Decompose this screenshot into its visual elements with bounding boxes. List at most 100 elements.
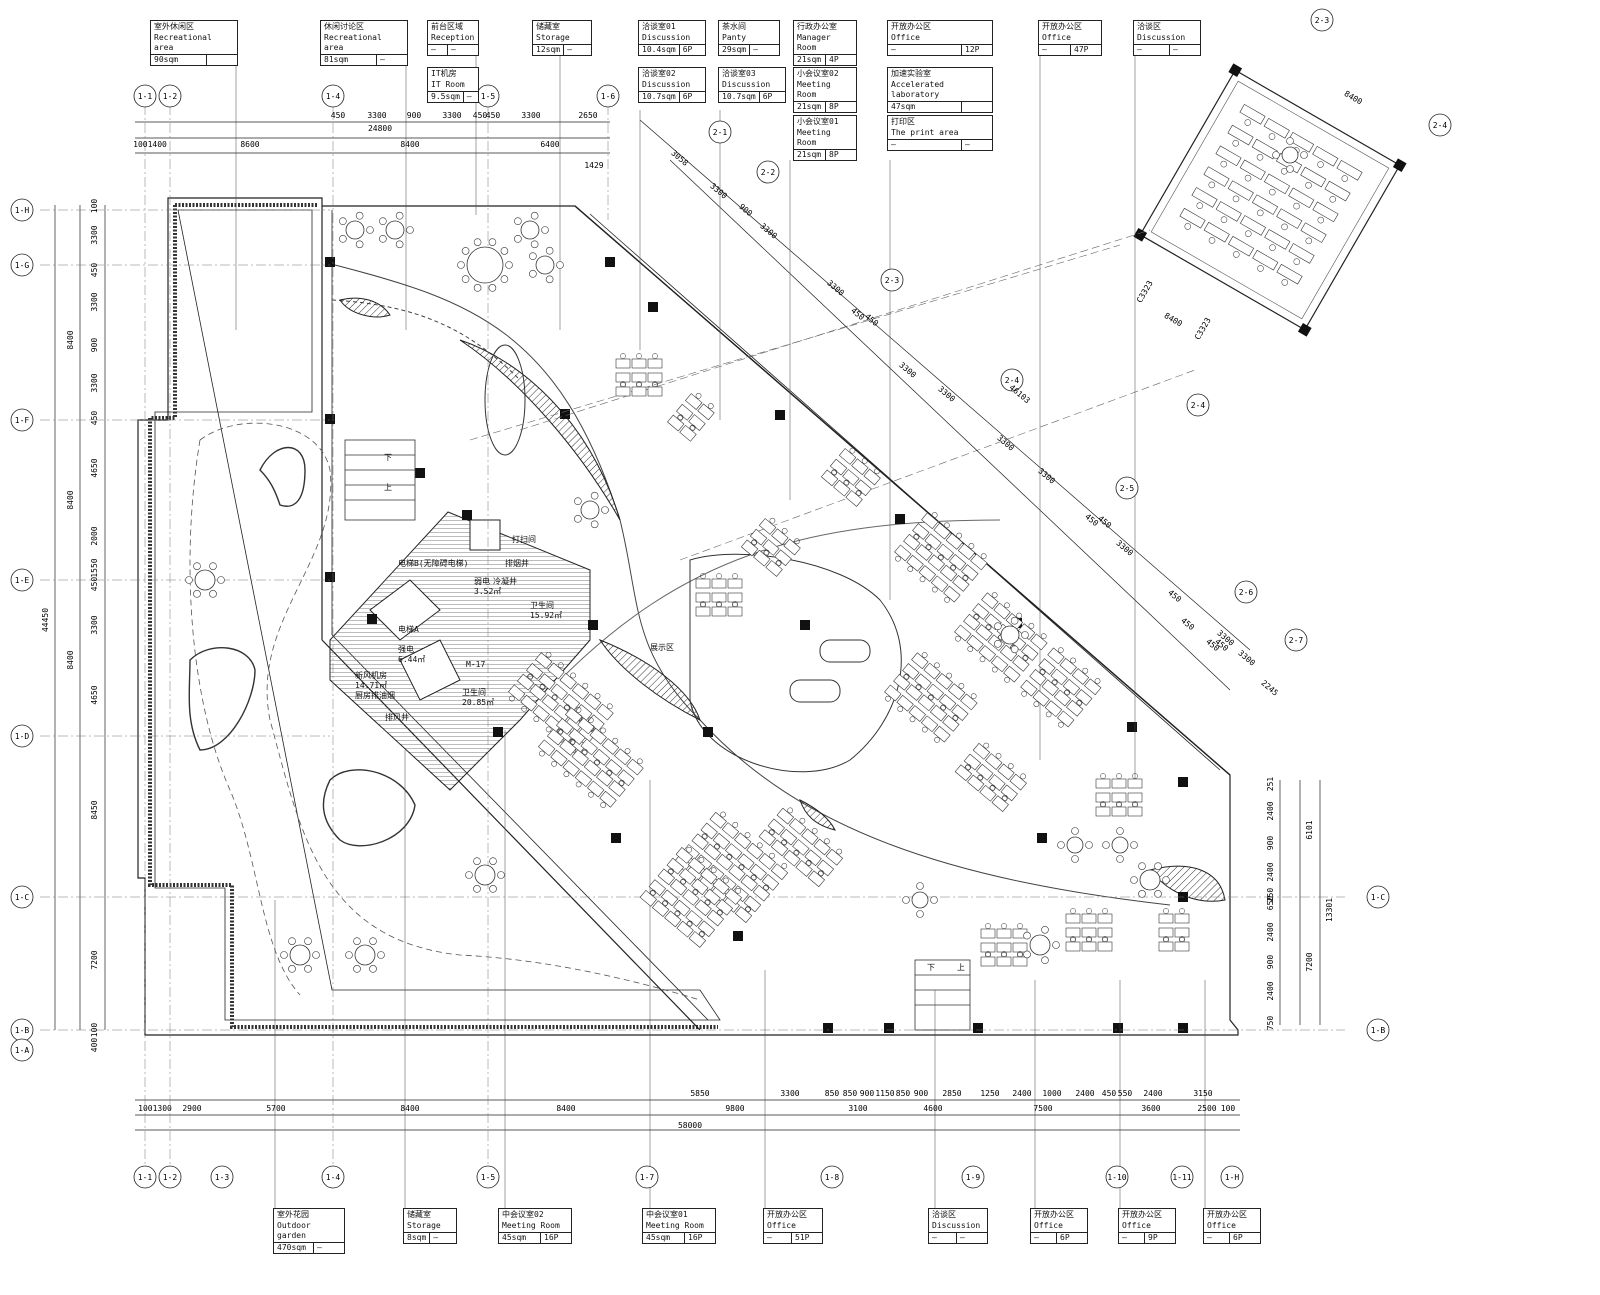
chair [594, 693, 601, 699]
desk [783, 849, 801, 867]
desk [679, 424, 697, 442]
annex-desk [1263, 117, 1290, 139]
desk [951, 704, 969, 722]
chair [601, 506, 609, 514]
desk [770, 863, 789, 881]
chair [916, 882, 924, 890]
chair [1010, 616, 1019, 625]
chair [193, 590, 201, 598]
desk [517, 673, 535, 691]
chair [836, 848, 843, 855]
chair [1162, 876, 1170, 884]
annex-chair [1281, 168, 1288, 175]
desk [676, 403, 694, 421]
axis-label: 1-G [15, 261, 30, 270]
tag-cap: 12P [965, 45, 980, 54]
chair [461, 247, 470, 255]
chair [1070, 936, 1076, 942]
dimension-value: 450 [1179, 616, 1196, 632]
annex-desk [1227, 180, 1254, 201]
desk [845, 490, 863, 507]
round-table [280, 937, 320, 973]
annex-chair [1281, 223, 1288, 231]
desk [695, 578, 711, 589]
chair [955, 635, 961, 642]
axis-bubble-circle [476, 1165, 500, 1189]
desk [508, 684, 526, 702]
chair [488, 238, 497, 246]
chair [353, 937, 361, 945]
room-tag: 开放办公区 Office –6P [1203, 1208, 1261, 1244]
axis-bubble-diagonal: 2-2 [756, 160, 780, 184]
desk [568, 728, 586, 746]
desk [734, 906, 753, 923]
desk [896, 694, 914, 712]
desk [939, 564, 958, 582]
chair [950, 564, 957, 571]
chair [563, 771, 570, 777]
desk [961, 564, 979, 582]
axis-label: 1-10 [1107, 1173, 1126, 1182]
desk [774, 549, 792, 567]
chair [720, 811, 726, 818]
desk [721, 822, 740, 839]
desk [842, 469, 860, 486]
desk [1047, 647, 1065, 665]
desk [996, 928, 1012, 939]
chair [668, 868, 674, 874]
desk [712, 877, 730, 895]
chair [556, 261, 564, 269]
tag-cn: 中会议室02 [502, 1210, 544, 1219]
desk [538, 673, 556, 691]
chair [209, 590, 217, 598]
axis-label: 1-7 [640, 1173, 655, 1182]
stair-down-label: 下 [384, 453, 392, 462]
annex-chair [1208, 237, 1216, 244]
desk [996, 956, 1012, 967]
chair [818, 870, 825, 876]
chair [705, 899, 711, 905]
dimension-value: 7500 [1033, 1104, 1052, 1113]
annex-desk [1215, 145, 1242, 167]
chair [716, 601, 722, 607]
annex-chair [1208, 181, 1216, 189]
chair [574, 497, 582, 505]
dimension-value: 450 [90, 263, 99, 278]
tag-cap: 16P [544, 1233, 559, 1242]
chair [934, 736, 940, 743]
dimension-value: 7200 [90, 950, 99, 969]
kitchen-exhaust-label: 厨房排油烟 [355, 690, 395, 700]
round-table [465, 857, 505, 893]
chair [355, 211, 364, 220]
dimension-value: 550 [1118, 1089, 1133, 1098]
tag-en: Discussion [639, 33, 705, 45]
desk [1127, 792, 1143, 803]
desk-cluster [639, 846, 743, 948]
dimension-value: 3100 [848, 1104, 867, 1113]
desk [675, 847, 694, 864]
chair [1071, 827, 1079, 835]
chair [529, 270, 537, 278]
chair [636, 381, 642, 387]
chair [652, 381, 658, 387]
chair [1017, 951, 1023, 957]
dimension-value: 3300 [442, 111, 461, 120]
chair [1086, 908, 1092, 914]
chair [699, 930, 706, 937]
desk [737, 853, 755, 871]
chair [650, 889, 657, 896]
desk [833, 479, 851, 497]
axis-bubble-left: 1-C [10, 885, 34, 909]
desk [912, 523, 930, 540]
annex-desk [1179, 207, 1206, 229]
chair [569, 738, 576, 745]
dimension-value: 2400 [1266, 801, 1275, 820]
chair [662, 900, 669, 906]
chair [1017, 923, 1023, 929]
tag-cn: 小会议室01 [797, 117, 839, 126]
desk [553, 704, 572, 722]
axis-bubble-left: 1-A [10, 1038, 34, 1062]
chair [931, 586, 938, 593]
desk [648, 879, 667, 896]
